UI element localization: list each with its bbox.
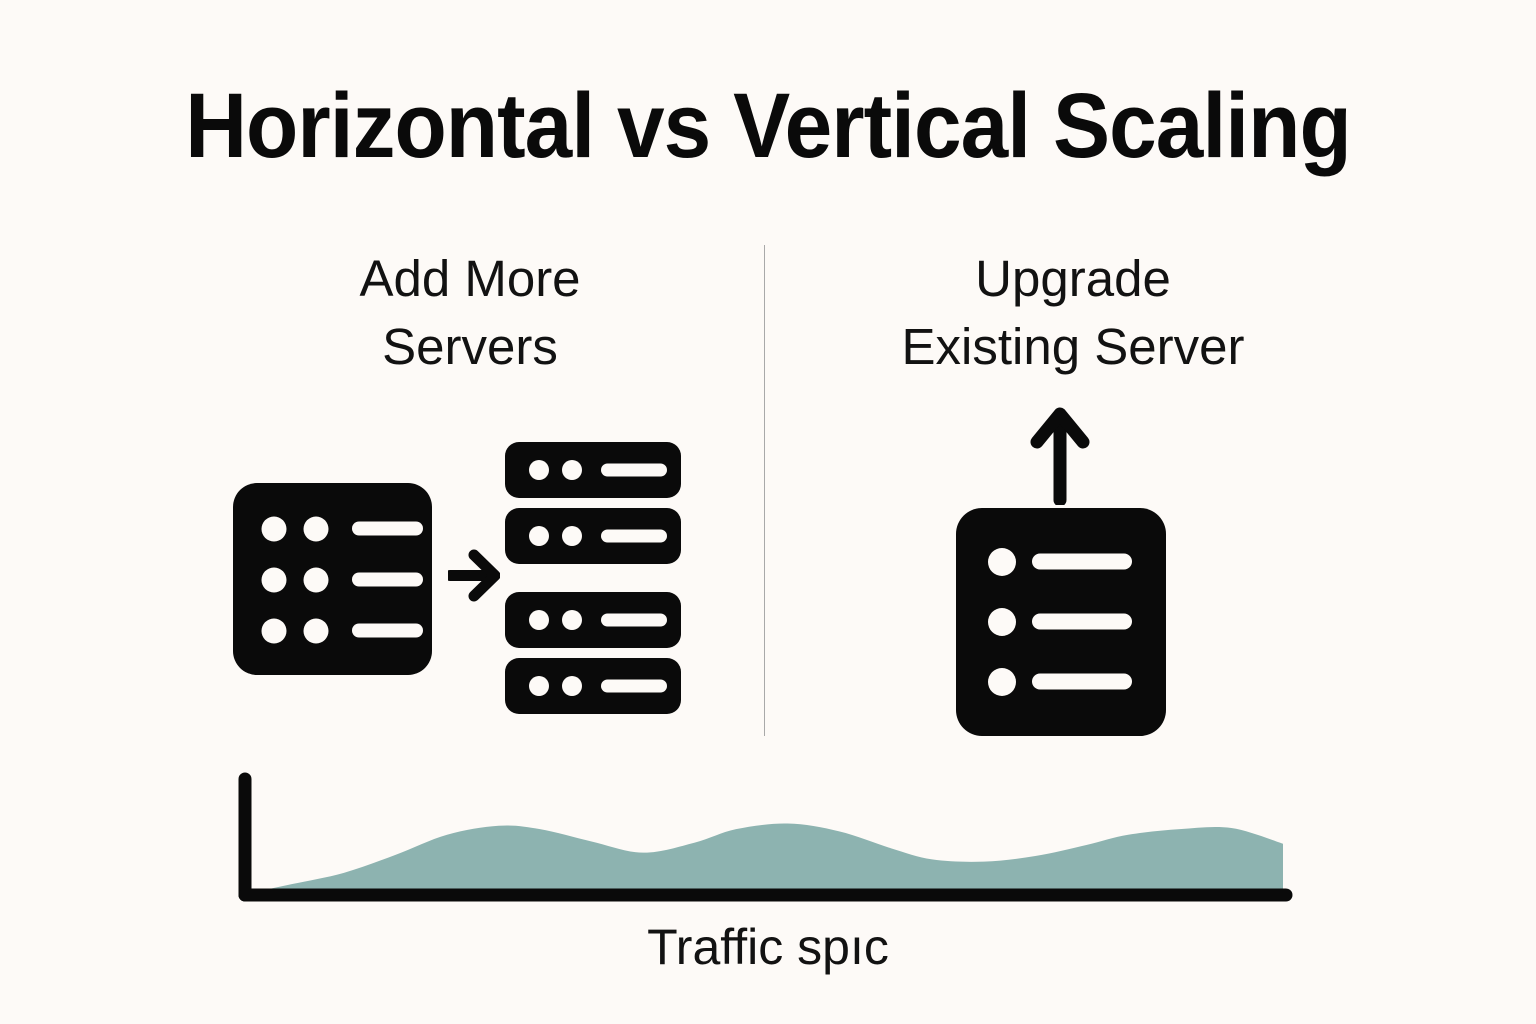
server-rack-top xyxy=(505,442,681,564)
server-single-icon xyxy=(233,483,432,675)
page-title: Horizontal vs Vertical Scaling xyxy=(185,75,1352,177)
server-stack-icon xyxy=(505,442,681,714)
chart-caption: Traffic spıc xyxy=(647,919,889,975)
column-divider xyxy=(764,245,765,736)
traffic-area-fill xyxy=(251,823,1283,893)
column-heading-horizontal: Add More Servers xyxy=(359,250,581,375)
arrow-up-icon xyxy=(1030,407,1090,505)
server-single-icon xyxy=(956,508,1166,736)
column-heading-vertical: Upgrade Existing Server xyxy=(901,250,1245,375)
server-rack-bottom xyxy=(505,592,681,714)
traffic-area-chart xyxy=(238,772,1293,902)
arrow-right-icon xyxy=(448,549,500,602)
traffic-chart xyxy=(233,765,1298,910)
